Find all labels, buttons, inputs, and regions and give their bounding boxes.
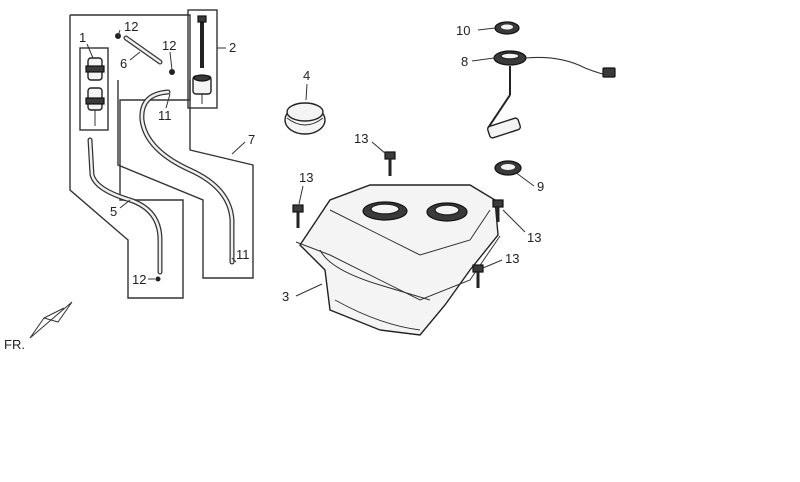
leader-6 <box>129 51 141 61</box>
leader-5 <box>119 199 131 209</box>
callout-3: 3 <box>282 289 289 304</box>
callout-12-upper: 12 <box>124 19 138 34</box>
callout-12-mid: 12 <box>162 38 176 53</box>
leader-13b <box>298 185 304 205</box>
callout-4: 4 <box>303 68 310 83</box>
leader-4 <box>305 83 308 101</box>
callout-13-b: 13 <box>299 170 313 185</box>
leader-11b <box>231 257 237 263</box>
callout-1: 1 <box>79 30 86 45</box>
front-direction-label: FR. <box>4 337 25 352</box>
bolt-13-a <box>384 151 396 176</box>
callout-11-upper: 11 <box>158 108 172 123</box>
leader-10 <box>477 27 496 31</box>
leader-12b <box>169 51 173 71</box>
leader-3 <box>295 283 323 297</box>
group-outline-left <box>69 14 191 299</box>
callout-13-d: 13 <box>505 251 519 266</box>
callout-13-a: 13 <box>354 131 368 146</box>
callout-12-lower: 12 <box>132 272 146 287</box>
hose-clip-lower <box>155 276 161 282</box>
packing-ring <box>494 160 522 176</box>
callout-10: 10 <box>456 23 470 38</box>
fuel-level-sender <box>487 50 616 139</box>
fuel-tank <box>295 184 501 336</box>
fuel-filter <box>85 57 105 126</box>
callout-5: 5 <box>110 204 117 219</box>
bolt-13-d <box>472 264 484 288</box>
front-direction-arrow-icon <box>29 301 73 339</box>
fuel-tank-cap <box>284 102 326 135</box>
part-1-box <box>79 47 109 131</box>
callout-13-c: 13 <box>527 230 541 245</box>
callout-6: 6 <box>120 56 127 71</box>
group-outline-right <box>117 80 254 279</box>
callout-7: 7 <box>248 132 255 147</box>
bolt-13-b <box>292 204 304 228</box>
leader-13a <box>371 141 387 155</box>
vent-hose-short <box>123 35 163 65</box>
leader-7 <box>231 141 246 155</box>
breather-hose <box>139 89 235 265</box>
leader-9 <box>514 171 535 187</box>
callout-8: 8 <box>461 54 468 69</box>
fuel-hose <box>87 137 163 275</box>
bolt-13-c <box>492 199 504 222</box>
leader-13c <box>502 209 526 233</box>
callout-9: 9 <box>537 179 544 194</box>
hose-clip-mid <box>169 69 175 75</box>
fuel-cock <box>192 15 212 104</box>
leader-12a <box>117 29 121 37</box>
callout-11-lower: 11 <box>236 247 250 262</box>
leader-8 <box>471 57 495 62</box>
sender-gasket <box>494 21 520 35</box>
callout-2: 2 <box>229 40 236 55</box>
leader-11a <box>165 93 171 109</box>
leader-1 <box>86 43 94 59</box>
leader-13d <box>482 259 503 269</box>
part-2-box <box>187 9 218 109</box>
